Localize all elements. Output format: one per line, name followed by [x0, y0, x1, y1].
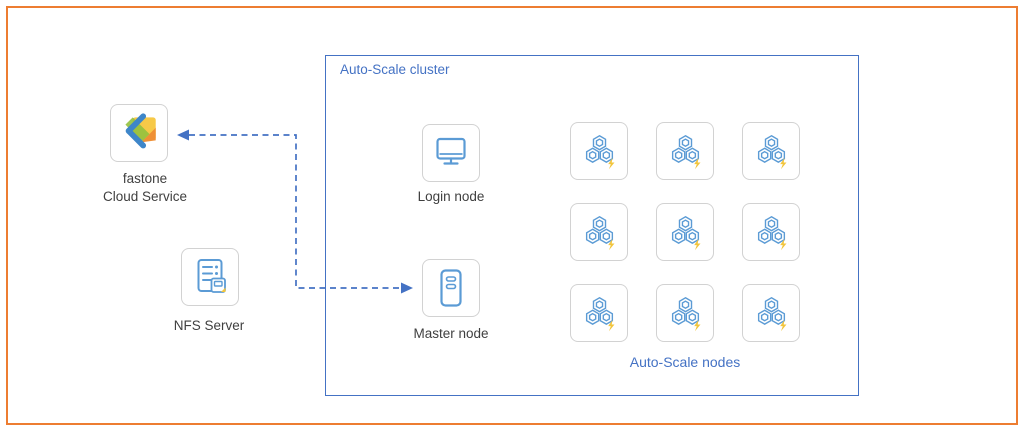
auto-scale-node	[742, 284, 800, 342]
auto-scale-node	[570, 284, 628, 342]
hexagon-cluster-icon	[581, 131, 618, 172]
auto-scale-nodes-label: Auto-Scale nodes	[629, 354, 741, 370]
hexagon-cluster-icon	[667, 131, 704, 172]
diagram-frame	[6, 6, 1018, 425]
hexagon-cluster-icon	[753, 293, 790, 334]
auto-scale-node	[570, 122, 628, 180]
monitor-icon	[436, 137, 466, 165]
hexagon-cluster-icon	[667, 212, 704, 253]
cluster-title: Auto-Scale cluster	[340, 62, 450, 77]
hexagon-cluster-icon	[581, 293, 618, 334]
master-node-label: Master node	[413, 326, 489, 341]
auto-scale-node	[570, 203, 628, 261]
master-node-icon-box	[422, 259, 480, 317]
hexagon-cluster-icon	[753, 212, 790, 253]
login-node-icon-box	[422, 124, 480, 182]
nfs-server-icon	[197, 259, 226, 293]
tower-server-icon	[440, 269, 462, 307]
auto-scale-node	[742, 122, 800, 180]
auto-scale-node	[656, 122, 714, 180]
fastone-logo-icon	[125, 113, 156, 149]
hexagon-cluster-icon	[581, 212, 618, 253]
cloud-service-label: fastone Cloud Service	[102, 171, 188, 204]
nfs-server-icon-box	[181, 248, 239, 306]
auto-scale-cluster-box	[325, 55, 859, 396]
login-node-label: Login node	[417, 189, 485, 204]
auto-scale-node	[656, 284, 714, 342]
hexagon-cluster-icon	[667, 293, 704, 334]
nfs-server-label: NFS Server	[173, 318, 245, 333]
hexagon-cluster-icon	[753, 131, 790, 172]
auto-scale-node	[742, 203, 800, 261]
auto-scale-node	[656, 203, 714, 261]
auto-scale-node-grid	[570, 122, 800, 342]
cloud-service-icon-box	[110, 104, 168, 162]
